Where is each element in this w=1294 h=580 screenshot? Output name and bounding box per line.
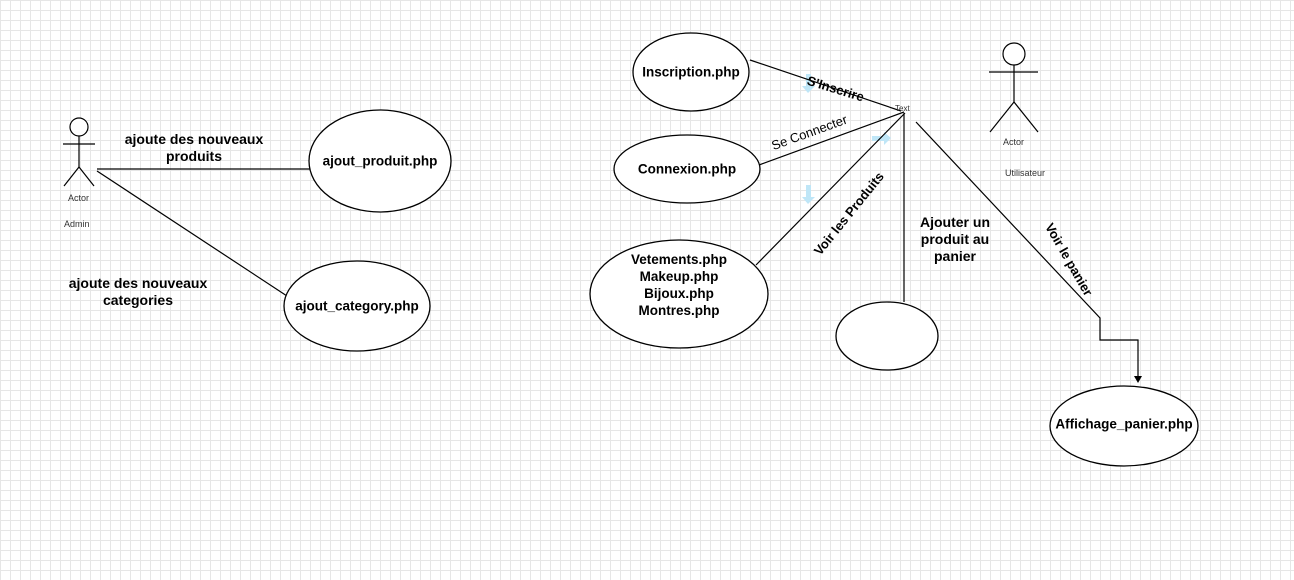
edge-admin-ajout-category[interactable] [96, 170, 288, 297]
selection-hint-arrows [802, 74, 891, 204]
usecase-inscription[interactable] [632, 32, 750, 112]
utilisateur-actor-name: Utilisateur [1005, 168, 1046, 178]
admin-actor-head [69, 117, 89, 137]
hint-arrow-1-head [802, 86, 815, 93]
utilisateur-actor-label: Actor [1003, 137, 1025, 147]
junction-text-label: Text [895, 104, 910, 113]
utilisateur-actor-left-leg [989, 101, 1015, 133]
usecase-ajout-category[interactable] [283, 260, 431, 352]
hint-arrow-2 [872, 136, 886, 141]
edge-label-ajoute-categories-line2: categories [102, 292, 174, 308]
hint-arrow-3-head [802, 197, 815, 204]
usecase-products[interactable] [589, 239, 769, 349]
usecase-products-line4: Montres.php [638, 303, 720, 318]
edge-connexion[interactable] [758, 111, 905, 166]
admin-actor-name: Admin [64, 219, 90, 229]
usecase-inscription-label: Inscription.php [642, 64, 740, 80]
edge-label-ajoute-produits-line2: produits [166, 148, 222, 164]
hint-arrow-1 [806, 74, 811, 88]
edge-inscription[interactable] [749, 59, 902, 112]
usecase-affichage-panier-label: Affichage_panier.php [1055, 416, 1193, 432]
usecase-empty[interactable] [835, 301, 939, 371]
edge-label-ajoute-produits: ajoute des nouveaux produits [118, 131, 270, 165]
usecase-connexion-label: Connexion.php [637, 161, 737, 177]
edge-label-ajouter-line3: panier [933, 248, 976, 264]
hint-arrow-2-head [884, 132, 891, 145]
edge-voir-panier-arrowhead [1134, 376, 1142, 383]
usecase-products-line1: Vetements.php [630, 252, 728, 267]
utilisateur-actor-right-leg [1013, 101, 1039, 133]
admin-actor-label: Actor [68, 193, 90, 203]
utilisateur-actor-head [1002, 42, 1026, 66]
admin-actor-right-leg [78, 166, 95, 187]
usecase-affichage-panier[interactable] [1049, 385, 1199, 467]
usecase-ajout-produit[interactable] [308, 109, 452, 213]
edge-label-ajoute-categories: ajoute des nouveaux categories [62, 275, 214, 309]
edge-label-ajoute-produits-line1: ajoute des nouveaux [124, 131, 264, 147]
usecase-ajout-produit-label: ajout_produit.php [322, 153, 438, 169]
usecase-connexion[interactable] [613, 134, 761, 204]
usecase-ajout-category-label: ajout_category.php [295, 298, 419, 314]
admin-actor-figure[interactable] [63, 117, 95, 187]
edge-label-ajoute-categories-line1: ajoute des nouveaux [68, 275, 208, 291]
usecase-products-line2: Makeup.php [639, 269, 719, 284]
hint-arrow-3 [806, 185, 811, 199]
usecase-products-line3: Bijoux.php [644, 286, 714, 301]
edge-label-ajouter-panier: Ajouter un produit au panier [910, 214, 1000, 265]
edge-label-ajouter-line2: produit au [920, 231, 990, 247]
admin-actor-left-leg [63, 166, 80, 187]
edge-label-ajouter-line1: Ajouter un [920, 214, 990, 230]
edge-produits[interactable] [755, 112, 906, 266]
utilisateur-actor-figure[interactable] [989, 42, 1039, 133]
usecase-products-label: Vetements.php Makeup.php Bijoux.php Mont… [631, 251, 727, 319]
edge-voir-panier[interactable] [915, 121, 1139, 376]
